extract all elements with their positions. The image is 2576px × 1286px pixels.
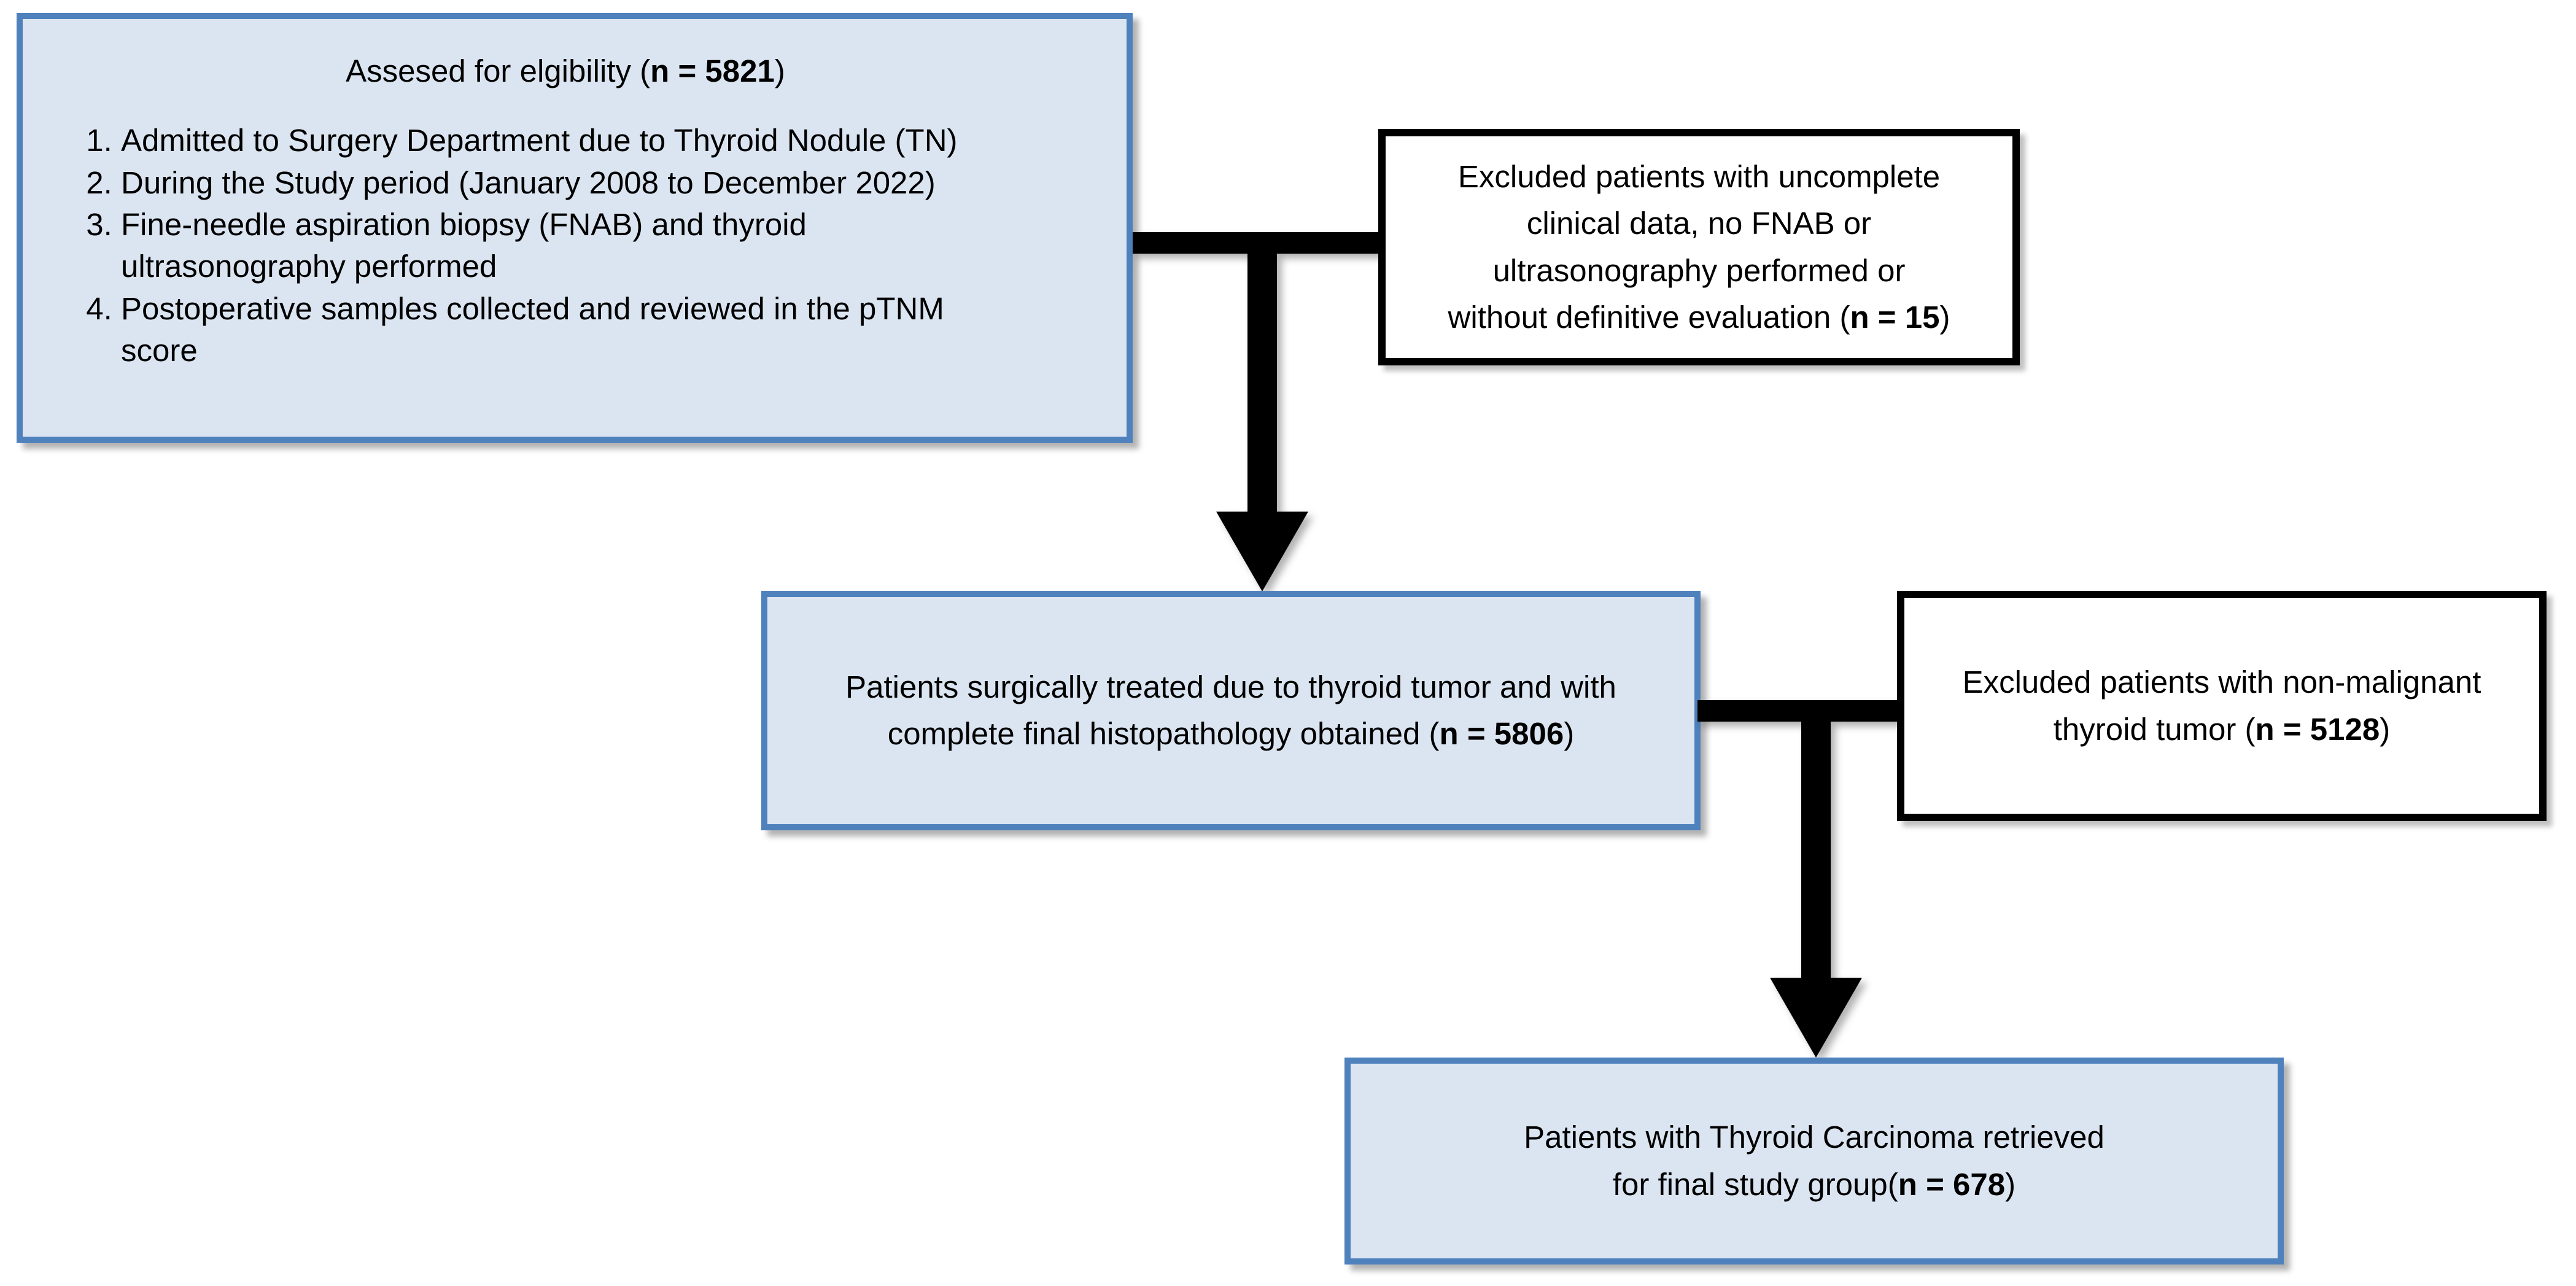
criteria-item-1: Admitted to Surgery Department due to Th… — [121, 120, 1071, 162]
criteria-item-2: During the Study period (January 2008 to… — [121, 162, 1071, 204]
criteria-line: ultrasonography performed — [121, 249, 497, 284]
criteria-line: Fine-needle aspiration biopsy (FNAB) and… — [121, 206, 807, 242]
assessed-title-close: ) — [774, 53, 785, 88]
surgical-close: ) — [1564, 716, 1575, 751]
criteria-item-4: Postoperative samples collected and revi… — [121, 288, 1071, 372]
connector-line-vertical — [1801, 700, 1831, 983]
excluded-benign-line: thyroid tumor (n = 5128) — [2054, 706, 2390, 754]
box-excluded-incomplete-data: Excluded patients with uncomplete clinic… — [1378, 129, 2020, 365]
surgical-text: complete final histopathology obtained ( — [887, 716, 1440, 751]
excluded-incomplete-line: without definitive evaluation (n = 15) — [1448, 294, 1950, 341]
excluded-incomplete-n-value: n = 15 — [1850, 300, 1940, 335]
box-final-study-group: Patients with Thyroid Carcinoma retrieve… — [1344, 1058, 2284, 1265]
excluded-incomplete-line: ultrasonography performed or — [1492, 252, 1906, 288]
final-group-n-value: n = 678 — [1898, 1166, 2006, 1202]
criteria-item-3: Fine-needle aspiration biopsy (FNAB) and… — [121, 204, 1071, 288]
surgical-line: complete final histopathology obtained (… — [888, 711, 1574, 758]
eligibility-criteria-list: Admitted to Surgery Department due to Th… — [60, 120, 1071, 372]
assessed-title: Assesed for elgibility (n = 5821) — [60, 51, 1071, 92]
excluded-benign-line: Excluded patients with non-malignant — [1962, 664, 2481, 700]
box-excluded-non-malignant: Excluded patients with non-malignant thy… — [1897, 591, 2547, 821]
excluded-incomplete-line: Excluded patients with uncomplete — [1457, 158, 1941, 194]
final-group-text: for final study group( — [1612, 1166, 1898, 1202]
assessed-n-value: n = 5821 — [650, 53, 775, 88]
surgical-n-value: n = 5806 — [1439, 716, 1564, 751]
final-group-line: Patients with Thyroid Carcinoma retrieve… — [1524, 1120, 2105, 1155]
assessed-title-text: Assesed for elgibility ( — [346, 53, 651, 88]
excluded-benign-text: thyroid tumor ( — [2053, 711, 2256, 747]
criteria-line: During the Study period (January 2008 to… — [121, 165, 936, 200]
criteria-line: Admitted to Surgery Department due to Th… — [121, 123, 958, 158]
arrow-down-icon — [1770, 978, 1862, 1058]
connector-line-horizontal — [1697, 700, 1900, 722]
excluded-benign-close: ) — [2380, 711, 2391, 747]
surgical-line: Patients surgically treated due to thyro… — [845, 669, 1616, 704]
excluded-incomplete-close: ) — [1939, 300, 1950, 335]
excluded-benign-n-value: n = 5128 — [2255, 711, 2380, 747]
box-assessed-eligibility: Assesed for elgibility (n = 5821) Admitt… — [17, 13, 1133, 443]
criteria-line: Postoperative samples collected and revi… — [121, 290, 944, 326]
excluded-incomplete-text: without definitive evaluation ( — [1448, 300, 1850, 335]
arrow-down-icon — [1216, 512, 1308, 591]
final-group-close: ) — [2005, 1166, 2016, 1202]
connector-line-vertical — [1247, 232, 1277, 518]
criteria-line: score — [121, 332, 198, 368]
final-group-line: for final study group(n = 678) — [1613, 1161, 2015, 1209]
box-surgically-treated: Patients surgically treated due to thyro… — [761, 591, 1701, 830]
excluded-incomplete-line: clinical data, no FNAB or — [1526, 206, 1872, 241]
